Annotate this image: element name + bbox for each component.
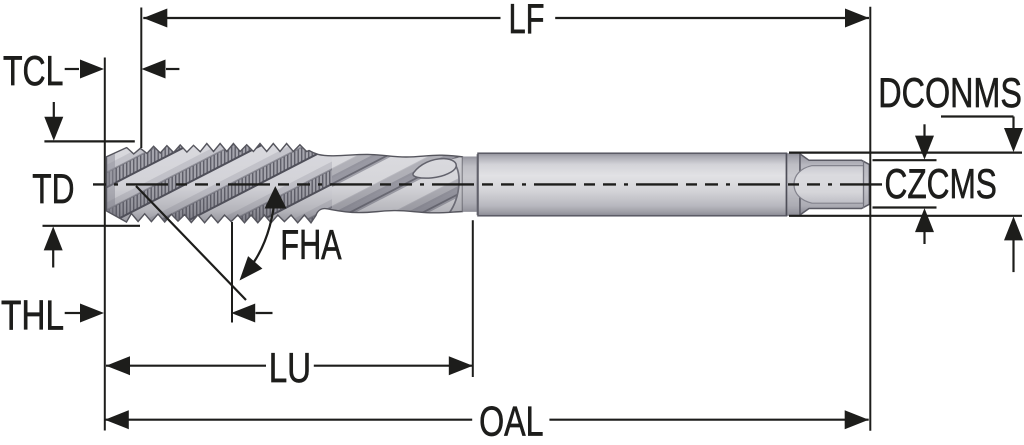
svg-text:OAL: OAL xyxy=(479,398,543,445)
svg-text:THL: THL xyxy=(1,292,64,339)
svg-text:DCONMS: DCONMS xyxy=(878,69,1022,116)
svg-text:TCL: TCL xyxy=(3,47,63,94)
svg-text:LF: LF xyxy=(509,0,545,42)
svg-text:LU: LU xyxy=(269,344,311,391)
svg-text:TD: TD xyxy=(32,165,74,212)
svg-text:CZCMS: CZCMS xyxy=(885,160,997,207)
svg-text:FHA: FHA xyxy=(280,221,341,268)
